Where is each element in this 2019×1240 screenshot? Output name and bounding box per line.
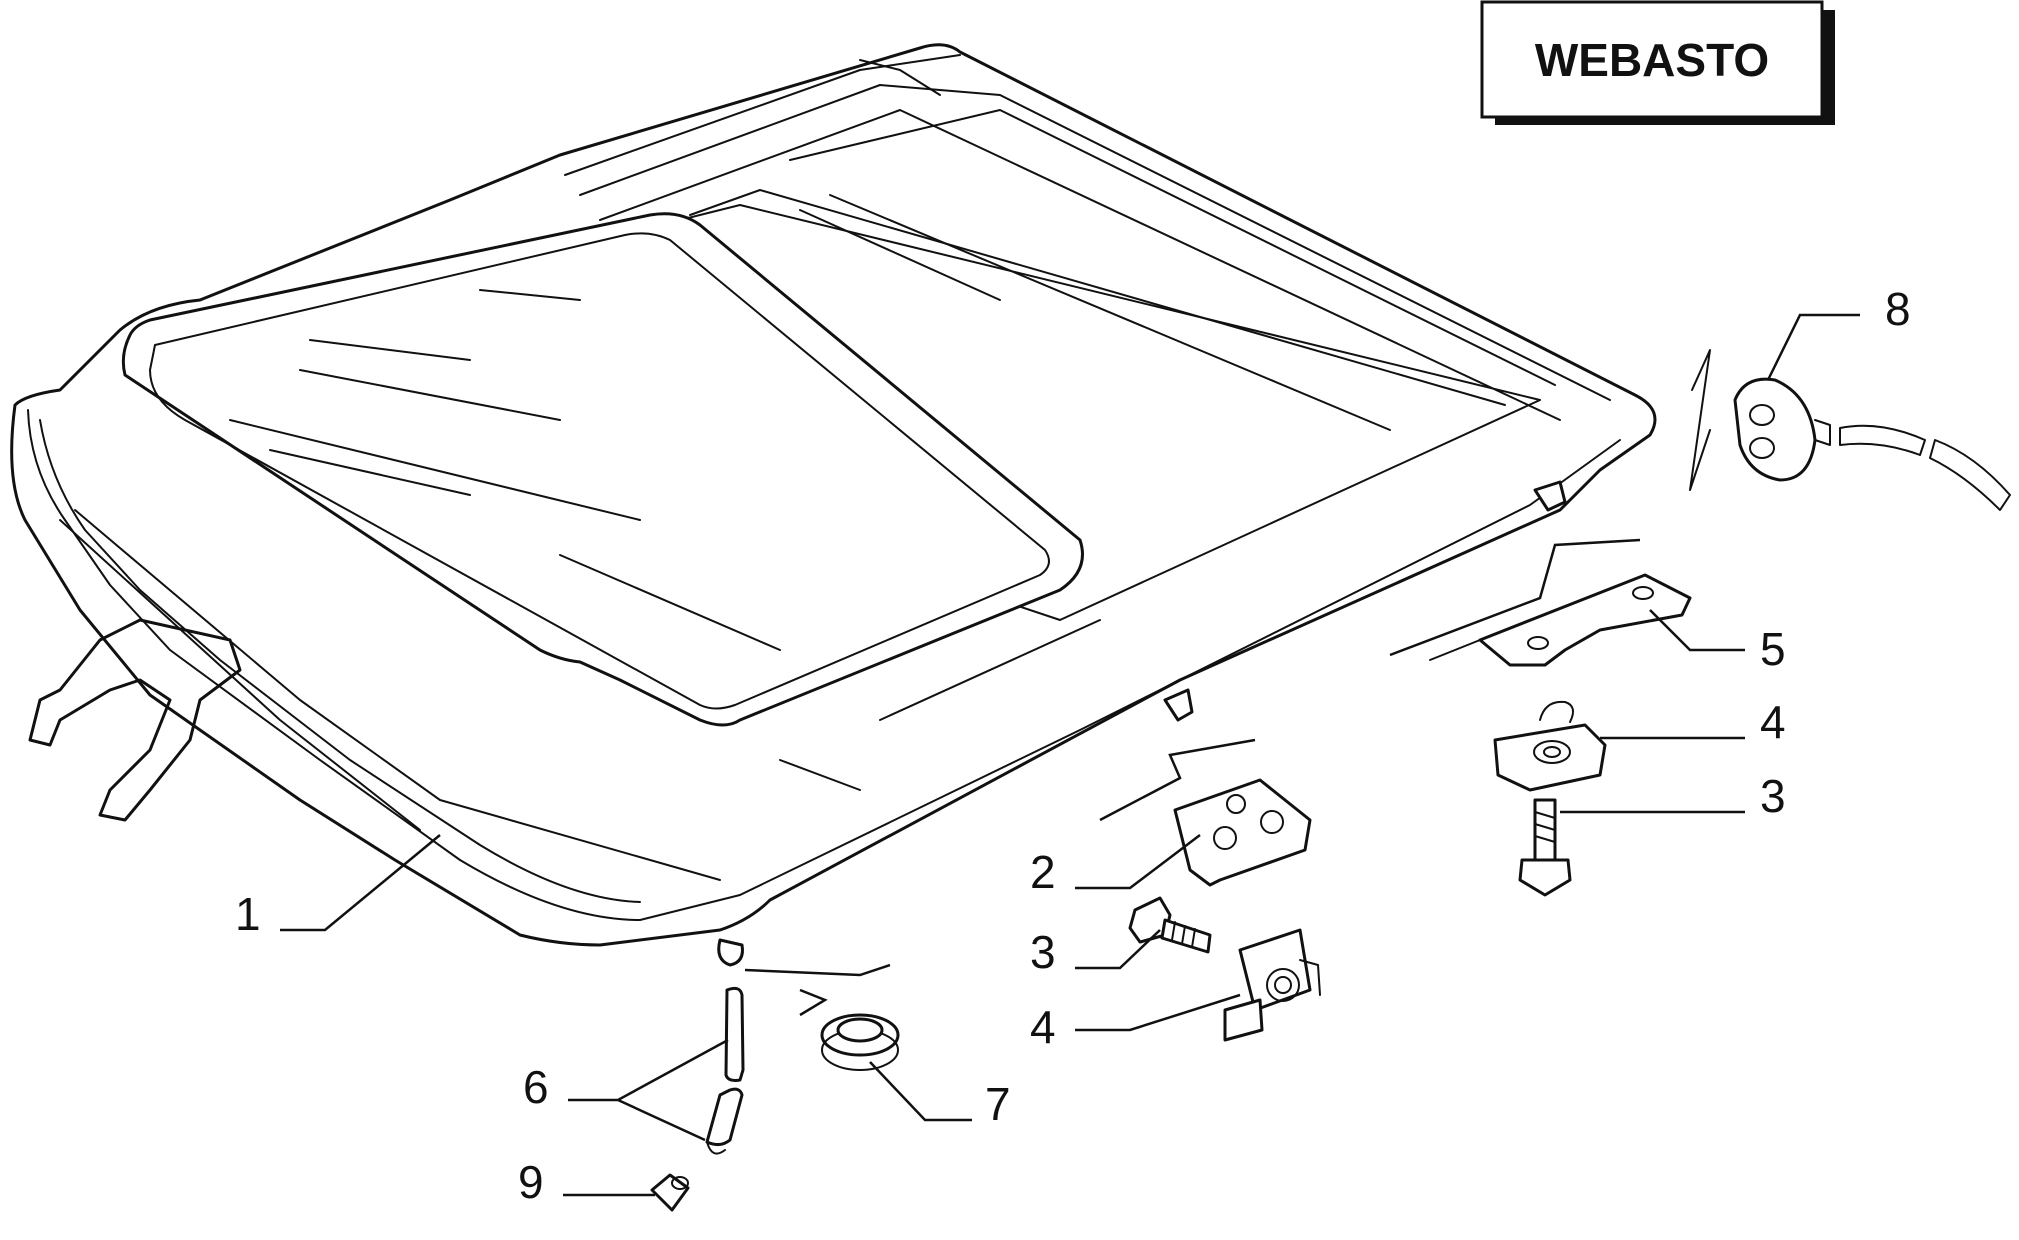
callout-9: 9 bbox=[518, 1156, 544, 1208]
callout-bracket-2 bbox=[1099, 738, 1256, 822]
callout-8: 8 bbox=[1885, 283, 1911, 335]
callout-numbers: 1 2 3 3 4 4 5 6 7 8 9 bbox=[235, 283, 1911, 1208]
leader-lines bbox=[280, 313, 1860, 1197]
leader-7 bbox=[869, 1061, 972, 1122]
part-5-plate-bracket bbox=[1429, 573, 1692, 667]
callout-3-middle: 3 bbox=[1030, 926, 1056, 978]
part-7-grommet bbox=[820, 1013, 900, 1071]
callout-5: 5 bbox=[1760, 623, 1786, 675]
part-9-plug bbox=[650, 1173, 690, 1212]
callout-bracket-7 bbox=[744, 963, 891, 1017]
sunroof-frame-assembly bbox=[10, 43, 1657, 967]
callout-3-right: 3 bbox=[1760, 770, 1786, 822]
leader-6 bbox=[568, 1038, 729, 1142]
part-6-drain-hose bbox=[705, 986, 745, 1155]
leader-4a bbox=[1075, 993, 1241, 1032]
callout-7: 7 bbox=[985, 1078, 1011, 1130]
leader-2 bbox=[1075, 834, 1201, 890]
callout-bracket-5 bbox=[1389, 538, 1641, 657]
callout-1: 1 bbox=[235, 888, 261, 940]
callout-6: 6 bbox=[523, 1061, 549, 1113]
part-2-bracket bbox=[1173, 778, 1312, 887]
leader-5 bbox=[1649, 609, 1745, 652]
part-8-twin-grommet bbox=[1689, 349, 2011, 511]
callout-2: 2 bbox=[1030, 846, 1056, 898]
part-3-bolt-middle bbox=[1128, 896, 1212, 954]
callout-4-right: 4 bbox=[1760, 696, 1786, 748]
leader-8 bbox=[1766, 313, 1860, 381]
leader-3a bbox=[1075, 929, 1161, 970]
callout-4-middle: 4 bbox=[1030, 1001, 1056, 1053]
part-4-clip-nut-middle bbox=[1223, 928, 1321, 1042]
leader-1 bbox=[280, 834, 441, 932]
title-label: WEBASTO bbox=[1535, 34, 1769, 86]
part-4-clip-nut-right bbox=[1493, 700, 1607, 792]
part-3-bolt-right bbox=[1518, 798, 1572, 897]
title-box: WEBASTO bbox=[1480, 0, 1835, 125]
